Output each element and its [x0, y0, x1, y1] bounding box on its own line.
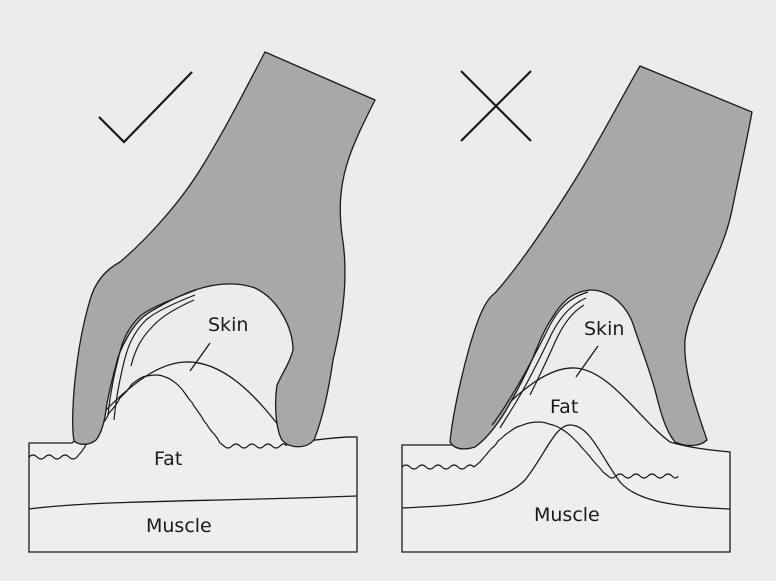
fat-muscle-boundary — [28, 495, 358, 510]
cross-mark-icon — [460, 70, 532, 142]
skin-pointer-line — [575, 345, 599, 378]
skin-label: Skin — [584, 318, 624, 340]
muscle-label: Muscle — [534, 504, 600, 526]
finger-outline — [529, 304, 585, 396]
pinching-hand — [449, 65, 753, 450]
finger-outline — [113, 294, 196, 421]
skin-pointer-line — [189, 342, 211, 372]
correct-technique-panel: Skin Fat Muscle — [28, 51, 376, 553]
finger-outline — [499, 297, 587, 429]
fat-label: Fat — [154, 448, 182, 470]
fat-label: Fat — [550, 396, 578, 418]
finger-outline — [107, 289, 197, 416]
skin-fat-boundary — [28, 374, 288, 460]
check-mark-icon — [98, 71, 193, 144]
skin-label: Skin — [208, 314, 248, 336]
finger-outline — [491, 291, 589, 426]
muscle-label: Muscle — [146, 515, 212, 537]
pinching-hand — [72, 51, 376, 448]
incorrect-technique-panel: Skin Fat Muscle — [401, 65, 753, 553]
skin-fat-boundary — [401, 421, 679, 479]
fat-muscle-boundary — [401, 424, 731, 510]
finger-outline — [130, 299, 195, 367]
